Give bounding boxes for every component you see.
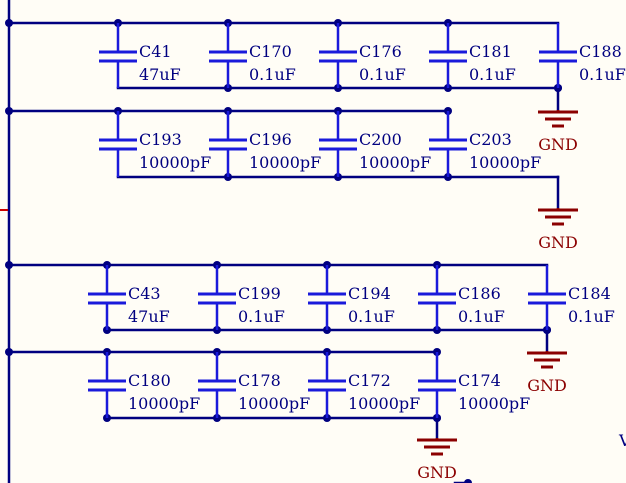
capacitor-value-label: 10000pF <box>469 153 541 172</box>
capacitor-ref-label: C184 <box>568 284 611 303</box>
capacitor-c172 <box>308 352 346 418</box>
capacitor-ref-label: C196 <box>249 130 292 149</box>
rail-junction-row-1 <box>5 19 13 27</box>
ground-label: GND <box>538 135 578 154</box>
capacitor-ref-label: C170 <box>249 42 292 61</box>
capacitor-c193 <box>99 111 137 177</box>
capacitor-c41 <box>99 23 137 88</box>
capacitor-c196 <box>209 111 247 177</box>
capacitor-value-label: 47uF <box>139 65 181 84</box>
capacitors-layer <box>88 23 577 418</box>
capacitor-value-label: 10000pF <box>359 153 431 172</box>
capacitor-ref-label: C194 <box>348 284 391 303</box>
capacitor-value-label: 0.1uF <box>458 307 505 326</box>
capacitor-value-label: 0.1uF <box>348 307 395 326</box>
capacitor-ref-label: C178 <box>238 371 281 390</box>
capacitor-value-label: 0.1uF <box>568 307 615 326</box>
capacitor-c203 <box>429 111 467 177</box>
ground-symbol-row-4: GND <box>417 438 457 482</box>
capacitor-value-label: 10000pF <box>139 153 211 172</box>
edge-text: V <box>618 431 626 450</box>
capacitor-value-label: 10000pF <box>128 394 200 413</box>
capacitor-c200 <box>319 111 357 177</box>
capacitor-c176 <box>319 23 357 88</box>
capacitor-value-label: 10000pF <box>249 153 321 172</box>
rail-junction-row-2 <box>5 107 13 115</box>
capacitor-ref-label: C203 <box>469 130 512 149</box>
capacitor-c43 <box>88 265 126 330</box>
capacitor-ref-label: C172 <box>348 371 391 390</box>
ground-label: GND <box>527 376 567 395</box>
ground-symbol-row-2: GND <box>538 208 578 252</box>
capacitor-ref-label: C181 <box>469 42 512 61</box>
rail-junction-row-4 <box>5 348 13 356</box>
rail-junction-row-3 <box>5 261 13 269</box>
capacitor-c194 <box>308 265 346 330</box>
capacitor-ref-label: C180 <box>128 371 171 390</box>
capacitor-ref-label: C41 <box>139 42 172 61</box>
capacitor-value-label: 47uF <box>128 307 170 326</box>
capacitor-ref-label: C200 <box>359 130 402 149</box>
capacitor-value-label: 0.1uF <box>238 307 285 326</box>
ground-symbol-row-3: GND <box>527 351 567 395</box>
grounds-layer: GND GND GND GND <box>417 110 578 482</box>
capacitor-c174 <box>418 352 456 418</box>
capacitor-ref-label: C199 <box>238 284 281 303</box>
capacitor-ref-label: C176 <box>359 42 402 61</box>
capacitor-value-label: 0.1uF <box>579 65 626 84</box>
capacitor-c178 <box>198 352 236 418</box>
capacitor-value-label: 0.1uF <box>249 65 296 84</box>
capacitor-ref-label: C174 <box>458 371 501 390</box>
bottom-edge-junction <box>464 479 472 483</box>
capacitor-value-label: 10000pF <box>458 394 530 413</box>
capacitor-value-label: 10000pF <box>348 394 420 413</box>
capacitor-value-label: 0.1uF <box>359 65 406 84</box>
capacitor-c188 <box>539 23 577 88</box>
capacitor-ref-label: C188 <box>579 42 622 61</box>
ground-label: GND <box>417 463 457 482</box>
ground-symbol-row-1: GND <box>538 110 578 154</box>
capacitor-c181 <box>429 23 467 88</box>
capacitor-value-label: 10000pF <box>238 394 310 413</box>
capacitor-c199 <box>198 265 236 330</box>
capacitor-c180 <box>88 352 126 418</box>
capacitor-c186 <box>418 265 456 330</box>
labels-layer: C41 47uF C170 0.1uF C176 0.1uF C181 0.1uF C188 0.… <box>128 42 626 413</box>
capacitor-value-label: 0.1uF <box>469 65 516 84</box>
capacitor-ref-label: C186 <box>458 284 501 303</box>
capacitor-ref-label: C193 <box>139 130 182 149</box>
capacitor-ref-label: C43 <box>128 284 161 303</box>
capacitor-c170 <box>209 23 247 88</box>
ground-label: GND <box>538 233 578 252</box>
capacitor-c184 <box>528 265 566 330</box>
